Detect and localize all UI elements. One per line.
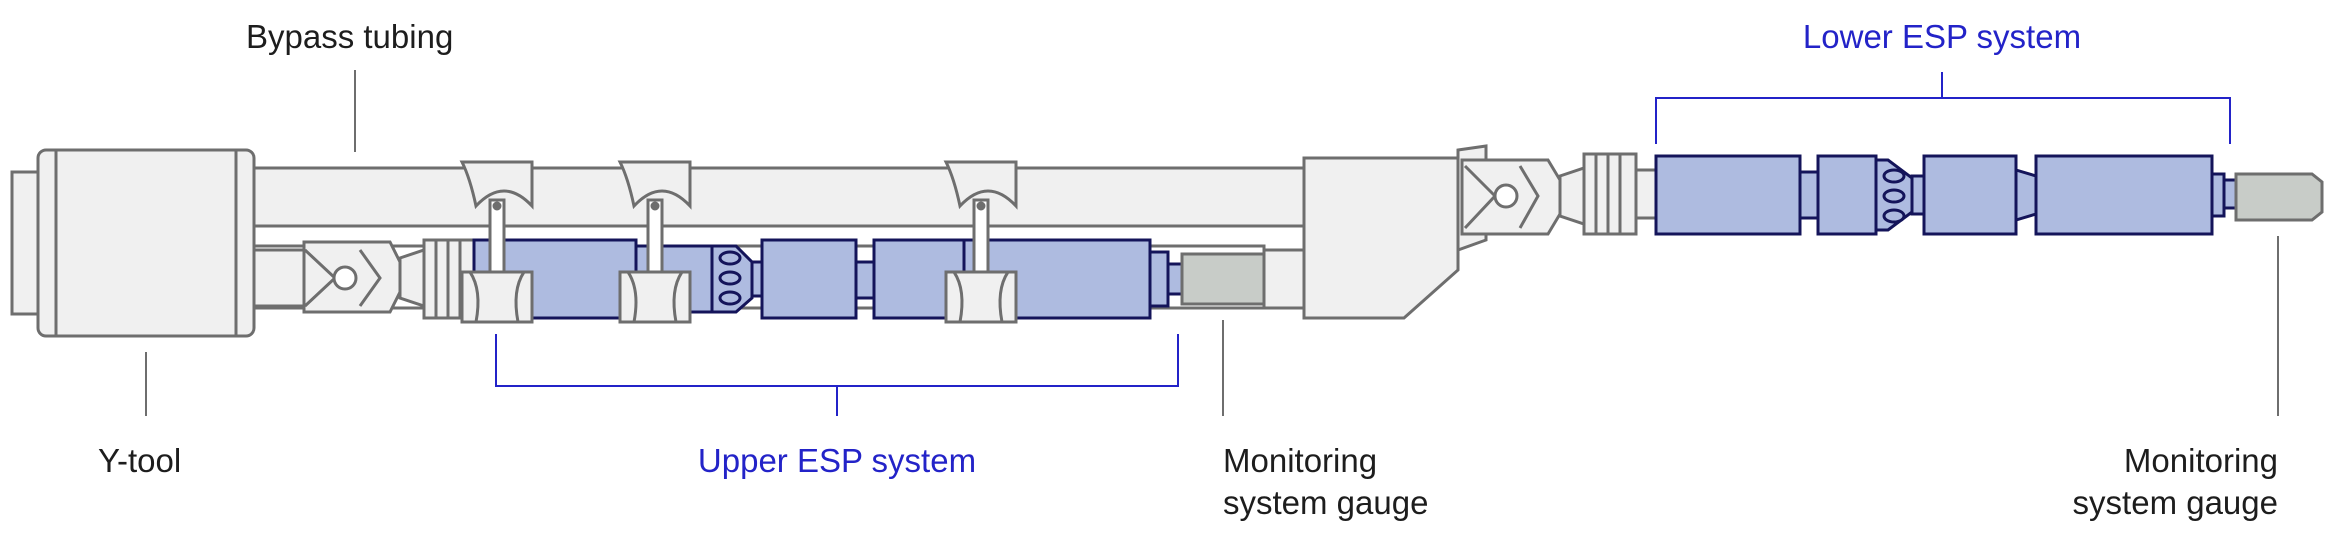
lower-esp-label: Lower ESP system	[1803, 18, 2081, 55]
lower-gauge-label-line1: Monitoring	[2124, 442, 2278, 479]
upper-esp-label: Upper ESP system	[698, 442, 976, 479]
upper-gauge-label-line1: Monitoring	[1223, 442, 1377, 479]
callout-lines	[145, 70, 2279, 416]
lower-monitoring-gauge	[2234, 172, 2324, 222]
y-tool-label: Y-tool	[98, 442, 181, 479]
upper-leg-housing	[252, 238, 1266, 320]
clamp-2	[617, 160, 692, 324]
bypass-tubing-label: Bypass tubing	[246, 18, 453, 55]
upper-esp-bracket	[495, 334, 1179, 416]
tubing-clamps	[459, 160, 1018, 324]
diagram-labels: Bypass tubing Y-tool Upper ESP system Lo…	[98, 18, 2278, 521]
lower-gauge-label-line2: system gauge	[2073, 484, 2278, 521]
lower-esp-bracket	[1655, 72, 2231, 144]
y-tool-body	[10, 148, 256, 338]
bypass-tubing	[252, 166, 1306, 228]
clamp-1	[459, 160, 534, 324]
clamp-3	[943, 160, 1018, 324]
upper-monitoring-gauge	[1180, 252, 1266, 306]
lower-esp-assembly	[1654, 154, 2238, 236]
upper-gauge-label-line2: system gauge	[1223, 484, 1428, 521]
upper-esp-assembly	[472, 238, 1184, 320]
lower-leg-connectors	[1460, 152, 1658, 236]
